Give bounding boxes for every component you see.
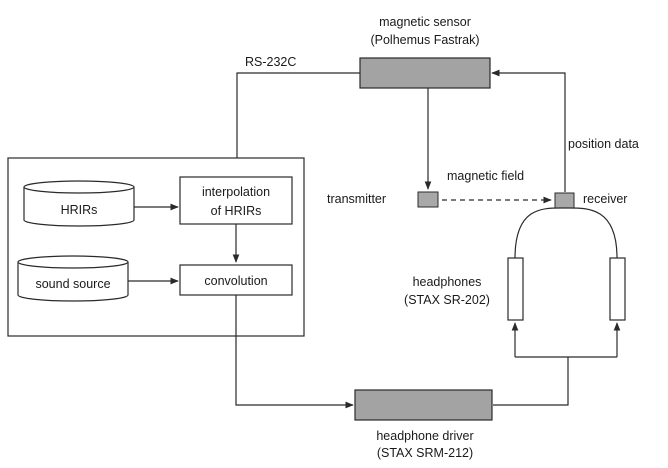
position-data-label: position data — [568, 137, 639, 151]
sound-source-label: sound source — [35, 277, 110, 291]
receiver-box — [554, 192, 575, 209]
headphone-driver-label: headphone driver — [376, 429, 473, 443]
magnetic-field-label: magnetic field — [447, 169, 524, 183]
sound-source-database: sound source — [17, 255, 129, 302]
position-data-line — [491, 69, 566, 192]
receiver-label: receiver — [583, 192, 627, 206]
headphone-driver-box — [354, 389, 493, 421]
left-earcup — [507, 257, 524, 321]
right-earcup — [609, 257, 626, 321]
hrirs-label: HRIRs — [61, 203, 98, 217]
headphone-driver-model-label: (STAX SRM-212) — [377, 446, 473, 460]
transmitter-label: transmitter — [327, 192, 386, 206]
rs232c-label: RS-232C — [245, 55, 296, 69]
convolution-to-driver-line — [235, 295, 354, 409]
interpolation-label-2: of HRIRs — [211, 204, 262, 218]
transmitter-box — [417, 191, 439, 208]
interpolation-label: interpolation — [202, 185, 270, 199]
headphones-label: headphones — [413, 275, 482, 289]
rs232c-line — [233, 72, 360, 175]
convolution-label: convolution — [204, 274, 267, 288]
headphones-model-label: (STAX SR-202) — [404, 293, 490, 307]
hrirs-database: HRIRs — [23, 180, 135, 227]
convolution-box — [179, 264, 293, 296]
driver-to-headphones-line — [493, 357, 569, 406]
magnetic-sensor-label: magnetic sensor — [379, 15, 471, 29]
magnetic-sensor-model-label: (Polhemus Fastrak) — [370, 33, 479, 47]
magnetic-sensor-box — [359, 57, 491, 89]
headband-arc — [514, 207, 618, 259]
